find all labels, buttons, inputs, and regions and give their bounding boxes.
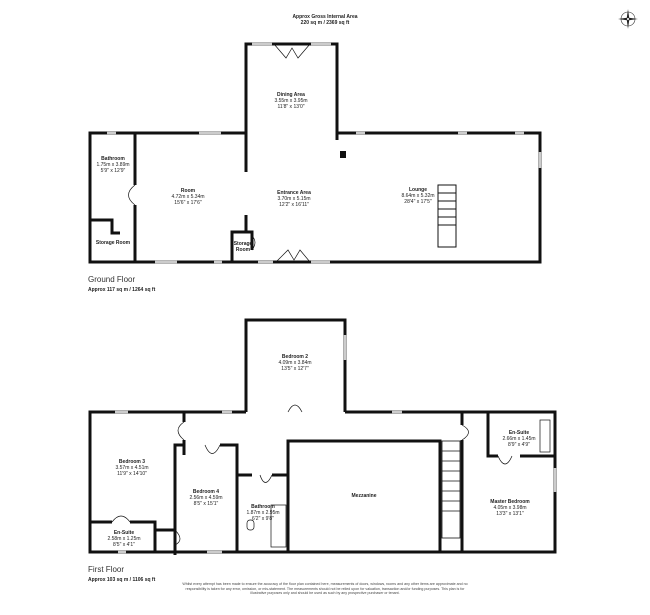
room-metric: 4.05m x 3.98m bbox=[493, 505, 527, 511]
room-name: Bathroom bbox=[251, 504, 275, 510]
gross-area-value: 220 sq m / 2369 sq ft bbox=[300, 20, 350, 26]
room-metric: 8.64m x 5.32m bbox=[401, 193, 435, 199]
room-name: Entrance Area bbox=[277, 190, 311, 196]
room-imperial: 8'5" x 4'1" bbox=[113, 542, 135, 548]
room-imperial: 13'3" x 13'1" bbox=[496, 511, 524, 517]
room-metric: 3.55m x 3.95m bbox=[274, 98, 308, 104]
room-name: Room bbox=[180, 188, 196, 194]
room-label-bedroom-2: Bedroom 2 4.09m x 3.84m 13'5" x 12'7" bbox=[278, 354, 311, 372]
room-name: En-Suite bbox=[508, 430, 530, 436]
room-imperial: 11'8" x 13'0" bbox=[277, 104, 305, 110]
ground-floor-walls bbox=[88, 42, 542, 264]
room-label-lounge: Lounge 8.64m x 5.32m 28'4" x 17'5" bbox=[401, 187, 434, 205]
room-label-master-bedroom: Master Bedroom 4.05m x 3.98m 13'3" x 13'… bbox=[490, 499, 529, 517]
room-label-bedroom-3: Bedroom 3 3.57m x 4.51m 11'9" x 14'10" bbox=[115, 459, 148, 477]
room-name: Storage Room bbox=[95, 240, 131, 246]
room-name: Bedroom 3 bbox=[118, 459, 146, 465]
room-label-entrance-area: Entrance Area 3.70m x 5.15m 12'2" x 16'1… bbox=[277, 190, 311, 208]
room-metric: 3.57m x 4.51m bbox=[115, 465, 149, 471]
room-name: Master Bedroom bbox=[490, 499, 530, 505]
room-name: En-Suite bbox=[113, 530, 135, 536]
room-imperial: 5'9" x 12'9" bbox=[100, 168, 126, 174]
room-label-storage-room: Storage Room bbox=[96, 240, 130, 246]
ground-floor-fixtures bbox=[340, 151, 346, 158]
gross-area-label: Approx Gross Internal Area bbox=[292, 14, 358, 20]
room-metric: 2.58m x 1.25m bbox=[107, 536, 141, 542]
first-floor-title: First Floor bbox=[88, 565, 124, 574]
room-metric: 2.66m x 1.45m bbox=[502, 436, 536, 442]
ground-floor-doors bbox=[128, 43, 311, 263]
room-imperial: 13'5" x 12'7" bbox=[281, 366, 309, 372]
room-name: Lounge bbox=[408, 187, 428, 193]
room-imperial: 11'9" x 14'10" bbox=[117, 471, 147, 477]
room-imperial: 8'5" x 15'1" bbox=[193, 501, 219, 507]
room-label-en-suite-master: En-Suite 2.66m x 1.45m 8'9" x 4'9" bbox=[502, 430, 535, 448]
ground-floor-stairs bbox=[437, 184, 457, 248]
room-metric: 1.87m x 2.95m bbox=[246, 510, 280, 516]
room-name: Mezzanine bbox=[351, 493, 377, 499]
room-name: Bedroom 4 bbox=[192, 489, 220, 495]
room-label-storage-room-2: Storage Room bbox=[232, 241, 254, 253]
room-metric: 1.75m x 3.89m bbox=[96, 162, 130, 168]
first-floor-stairs bbox=[441, 440, 461, 539]
gross-internal-area: Approx Gross Internal Area 220 sq m / 23… bbox=[292, 14, 357, 26]
ground-floor-area: Approx 117 sq m / 1264 sq ft bbox=[88, 287, 156, 293]
first-floor-windows bbox=[115, 335, 557, 554]
room-name: Storage Room bbox=[233, 241, 253, 253]
room-imperial: 6'2" x 9'8" bbox=[252, 516, 274, 522]
first-floor-area: Approx 103 sq m / 1106 sq ft bbox=[88, 577, 156, 583]
room-imperial: 28'4" x 17'5" bbox=[404, 199, 432, 205]
room-label-dining-area: Dining Area 3.55m x 3.95m 11'8" x 13'0" bbox=[274, 92, 307, 110]
room-label-bathroom: Bathroom 1.87m x 2.95m 6'2" x 9'8" bbox=[246, 504, 279, 522]
room-metric: 2.56m x 4.59m bbox=[189, 495, 223, 501]
compass-rose-icon bbox=[618, 9, 638, 29]
ground-floor-title: Ground Floor bbox=[88, 275, 136, 284]
room-imperial: 12'2" x 16'11" bbox=[279, 202, 309, 208]
first-floor-doors bbox=[111, 404, 551, 548]
first-floor-walls bbox=[88, 318, 557, 555]
room-imperial: 8'9" x 4'9" bbox=[508, 442, 530, 448]
room-name: Bathroom bbox=[101, 156, 125, 162]
room-metric: 4.09m x 3.84m bbox=[278, 360, 312, 366]
room-label-bedroom-4: Bedroom 4 2.56m x 4.59m 8'5" x 15'1" bbox=[189, 489, 222, 507]
room-metric: 3.70m x 5.15m bbox=[277, 196, 311, 202]
room-label-en-suite-bedroom-3: En-Suite 2.58m x 1.25m 8'5" x 4'1" bbox=[107, 530, 140, 548]
ground-floor-windows bbox=[107, 42, 542, 264]
disclaimer: Whilst every attempt has been made to en… bbox=[182, 582, 468, 596]
room-label-room: Room 4.72m x 5.34m 15'6" x 17'6" bbox=[171, 188, 204, 206]
room-label-bathroom: Bathroom 1.75m x 3.89m 5'9" x 12'9" bbox=[96, 156, 129, 174]
room-name: Dining Area bbox=[277, 92, 305, 98]
room-name: Bedroom 2 bbox=[281, 354, 309, 360]
room-imperial: 15'6" x 17'6" bbox=[174, 200, 202, 206]
room-metric: 4.72m x 5.34m bbox=[171, 194, 205, 200]
room-label-mezzanine: Mezzanine bbox=[351, 493, 376, 499]
